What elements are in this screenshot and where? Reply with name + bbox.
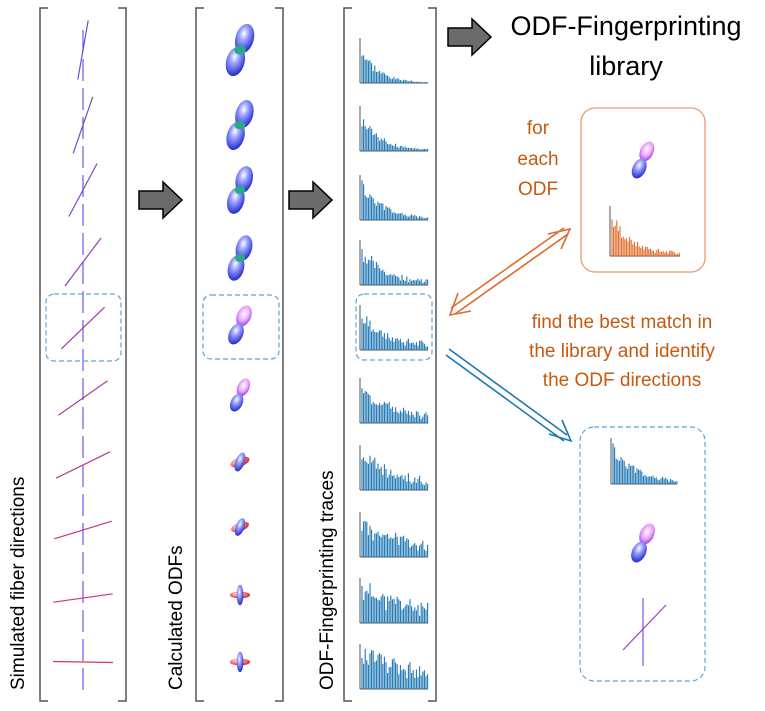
match-text-line3: the ODF directions — [543, 370, 701, 391]
result-odf-glyph — [631, 523, 655, 563]
traces-panel-bracket — [343, 7, 437, 702]
fiber-line — [72, 96, 94, 154]
library-entry-box — [580, 107, 706, 273]
odf-glyph-icon — [631, 141, 655, 179]
odf-glyph-icon — [231, 518, 249, 536]
traces-column-label: ODF-Fingerprinting traces — [317, 470, 338, 690]
trace-selected-box — [355, 293, 433, 361]
trace-plot-icon — [359, 38, 429, 84]
odfs-column: Calculated ODFs — [166, 7, 284, 702]
trace-plot-icon — [610, 438, 678, 485]
library-note-line2: each — [517, 149, 558, 170]
odf-glyph-icon — [229, 584, 251, 606]
trace-plot-icon — [359, 106, 429, 152]
fiber-line — [77, 20, 89, 80]
fiber-line — [53, 593, 113, 603]
odf-glyph-icon — [631, 523, 655, 563]
library-trace-plot — [609, 206, 680, 257]
trace-plot-icon — [609, 206, 680, 257]
match-text-line2: the library and identify — [529, 341, 715, 362]
flow-arrow-2 — [288, 180, 334, 220]
fibers-column: Simulated fiber directions — [8, 7, 127, 702]
odfs-panel-bracket — [195, 7, 284, 702]
odf-glyph-icon — [226, 166, 254, 214]
fiber-line — [58, 380, 108, 416]
library-title-line2: library — [589, 51, 663, 81]
traces-column: ODF-Fingerprinting traces — [317, 7, 437, 702]
fiber-line — [68, 163, 98, 217]
fiber-line — [52, 660, 114, 664]
fiber-line — [64, 237, 102, 287]
match-text-line1: find the best match in — [532, 312, 713, 333]
result-box — [579, 426, 706, 682]
result-trace-plot — [610, 438, 678, 485]
odf-glyph-icon — [225, 23, 255, 77]
trace-plot-icon — [359, 378, 429, 424]
trace-plot-icon — [359, 305, 429, 351]
fiber-line — [54, 520, 112, 540]
fiber-line — [61, 306, 105, 350]
odf-glyphs — [225, 23, 255, 673]
odf-glyph-icon — [226, 100, 254, 150]
fibers-panel-bracket — [39, 7, 127, 702]
match-double-arrow — [448, 227, 572, 317]
odf-glyph-icon — [229, 651, 251, 673]
flow-arrow-1 — [138, 180, 184, 220]
library-note-line3: ODF — [518, 179, 558, 200]
trace-plot-icon — [359, 644, 429, 690]
odf-glyph-icon — [227, 235, 253, 281]
result-fiber-directions — [622, 598, 667, 666]
library-odf-glyph — [631, 141, 655, 179]
odf-selected-box — [202, 294, 280, 360]
result-double-arrow — [445, 348, 573, 443]
flow-arrow-3 — [447, 17, 493, 57]
trace-plot-icon — [359, 578, 429, 624]
trace-plot-icon — [359, 240, 429, 286]
fibers-column-label: Simulated fiber directions — [8, 477, 29, 690]
fiber-line — [55, 451, 111, 479]
library-title-line1: ODF-Fingerprinting — [510, 11, 741, 41]
odf-glyph-icon — [229, 378, 251, 412]
fiber-lines — [52, 20, 114, 664]
odfs-column-label: Calculated ODFs — [166, 545, 187, 690]
library-note-line1: for — [527, 118, 550, 139]
odf-glyph-icon — [230, 452, 250, 472]
odf-glyph-icon — [228, 305, 252, 345]
fiber-selected-box — [45, 293, 122, 362]
trace-plot-icon — [359, 175, 429, 221]
trace-plots — [359, 38, 429, 690]
trace-plot-icon — [359, 445, 429, 491]
trace-plot-icon — [359, 512, 429, 558]
